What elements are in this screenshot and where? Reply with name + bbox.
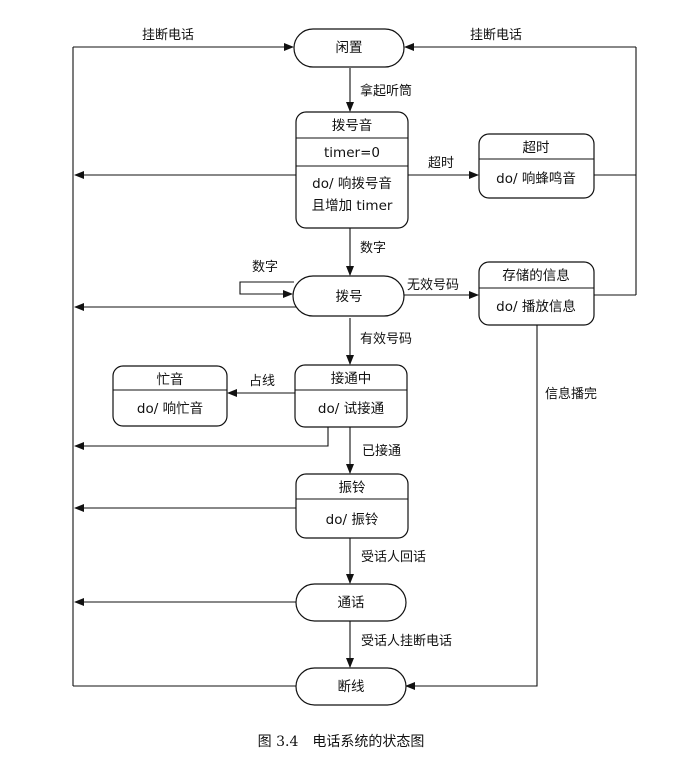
label-valid-number: 有效号码 — [360, 332, 412, 347]
state-dial-tone-do2: 且增加 timer — [312, 198, 393, 214]
figure-caption: 图 3.4 电话系统的状态图 — [258, 734, 425, 750]
state-ringing: 振铃 do/ 振铃 — [295, 473, 409, 539]
state-ringing-do: do/ 振铃 — [326, 512, 379, 528]
label-callee-hangs-up: 受话人挂断电话 — [361, 634, 452, 649]
label-message-done: 信息播完 — [545, 386, 597, 402]
state-idle-name: 闲置 — [336, 40, 363, 56]
state-connecting-name: 接通中 — [331, 370, 372, 387]
state-dialing-name: 拨号 — [336, 289, 363, 305]
state-busy-do: do/ 响忙音 — [137, 400, 203, 417]
state-disconnected-name: 断线 — [338, 679, 365, 695]
arrow-message-done — [405, 325, 538, 690]
state-disconnected: 断线 — [295, 667, 407, 706]
state-dial-tone-name: 拨号音 — [332, 117, 373, 134]
state-dial-tone-do: do/ 响拨号音 — [312, 175, 392, 192]
state-busy: 忙音 do/ 响忙音 — [112, 365, 228, 427]
state-connecting-do: do/ 试接通 — [318, 400, 385, 417]
arrow-connecting-left — [74, 427, 329, 450]
state-dial-tone: 拨号音 timer=0 do/ 响拨号音 且增加 timer — [295, 111, 409, 229]
state-timeout-do: do/ 响蜂鸣音 — [496, 170, 576, 187]
label-hangup-right: 挂断电话 — [470, 28, 522, 43]
transition-lines — [72, 43, 637, 690]
state-dial-tone-var: timer=0 — [324, 145, 380, 161]
state-recorded-message: 存储的信息 do/ 播放信息 — [478, 261, 595, 326]
state-recorded-do: do/ 播放信息 — [496, 298, 576, 315]
state-connecting: 接通中 do/ 试接通 — [294, 364, 408, 428]
label-invalid-number: 无效号码 — [407, 278, 459, 293]
transition-labels: 挂断电话 挂断电话 拿起听筒 超时 数字 数字 无效号码 有效号码 占线 已接通… — [142, 28, 597, 649]
state-busy-name: 忙音 — [157, 371, 184, 388]
state-dialing: 拨号 — [292, 275, 405, 317]
label-timeout: 超时 — [428, 156, 454, 171]
label-digit-loop: 数字 — [252, 260, 278, 275]
label-callee-answers: 受话人回话 — [361, 550, 426, 565]
state-recorded-name: 存储的信息 — [502, 267, 570, 284]
state-talking: 通话 — [295, 583, 407, 622]
state-talking-name: 通话 — [338, 595, 365, 611]
state-idle: 闲置 — [293, 28, 405, 68]
label-busy: 占线 — [249, 374, 275, 389]
label-pickup: 拿起听筒 — [360, 83, 412, 99]
label-digit: 数字 — [360, 241, 386, 256]
state-timeout-name: 超时 — [523, 140, 550, 156]
label-connected: 已接通 — [362, 443, 401, 459]
label-hangup-left: 挂断电话 — [142, 28, 194, 43]
arrow-digit-loop — [239, 281, 294, 298]
state-ringing-name: 振铃 — [339, 480, 366, 496]
state-timeout: 超时 do/ 响蜂鸣音 — [478, 133, 595, 199]
